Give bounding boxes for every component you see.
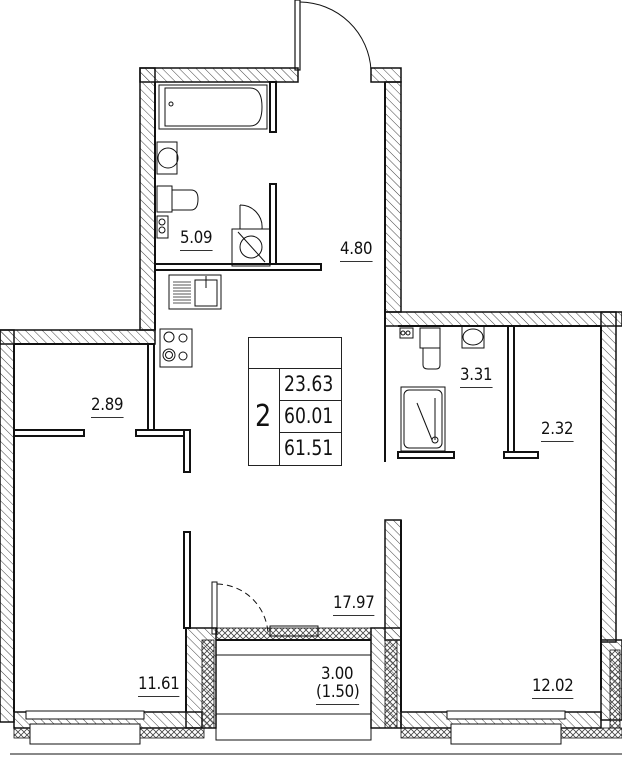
wc-toilet-icon — [399, 327, 441, 370]
shower-icon — [400, 386, 446, 452]
rooms-count: 2 — [255, 399, 272, 434]
balcony — [10, 654, 622, 755]
room-area-balcony: 3.00 — [321, 664, 354, 684]
room-area-hallway: 4.80 — [340, 240, 373, 262]
toilet-icon — [156, 185, 199, 213]
title-block-top — [248, 337, 342, 370]
title-block-living — [279, 368, 342, 401]
room-area-bathroom: 5.09 — [180, 229, 213, 251]
room-area-bedroom-left: 11.61 — [138, 675, 180, 697]
washing-machine-icon — [231, 204, 271, 267]
total-area-with-balcony: 61.51 — [284, 436, 334, 460]
entry-door — [294, 0, 372, 71]
room-outlines — [13, 82, 602, 712]
title-block-total-balcony — [279, 432, 342, 466]
room-area-wc: 3.31 — [460, 366, 493, 388]
living-area: 23.63 — [284, 372, 334, 396]
wc-sink-icon — [461, 325, 485, 349]
interior-walls — [13, 81, 539, 712]
room-area-balcony-reduced: (1.50) — [316, 683, 360, 705]
room-area-closet-left: 2.89 — [91, 396, 124, 418]
windows — [25, 710, 566, 745]
stove-icon — [159, 328, 193, 368]
sink-icon — [156, 141, 179, 175]
meter-icon — [156, 215, 169, 239]
room-area-bedroom-right: 12.02 — [532, 677, 574, 699]
bathtub-icon — [158, 84, 268, 130]
room-area-kitchen-living: 17.97 — [333, 594, 375, 616]
kitchen-sink-icon — [168, 274, 222, 310]
room-area-closet-right: 2.32 — [541, 420, 574, 442]
total-area: 60.01 — [284, 404, 334, 428]
balcony-door — [211, 581, 319, 637]
